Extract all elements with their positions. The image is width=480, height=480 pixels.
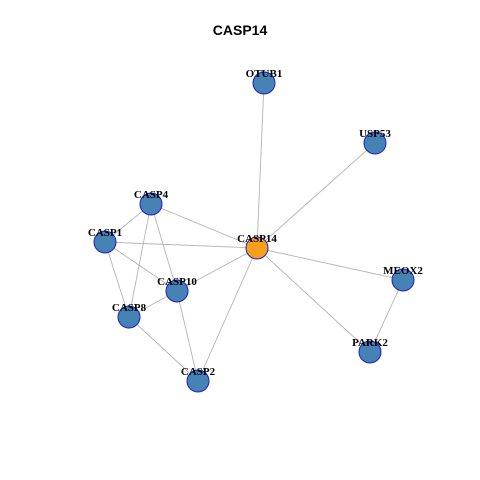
edge-casp4-casp8 <box>128 203 152 318</box>
node-circle-casp10[interactable] <box>165 279 189 303</box>
node-label-casp2: CASP2 <box>181 366 216 378</box>
node-label-casp10: CASP10 <box>157 276 197 288</box>
node-label-meox2: MEOX2 <box>383 265 423 277</box>
node-circle-otub1[interactable] <box>252 71 276 95</box>
node-label-casp4: CASP4 <box>134 189 169 201</box>
node-casp2[interactable]: CASP2 <box>181 366 216 393</box>
edge-casp14-usp53 <box>256 142 376 249</box>
edge-casp14-casp2 <box>197 247 258 382</box>
edge-casp1-casp10 <box>104 241 178 292</box>
node-park2[interactable]: PARK2 <box>352 337 388 364</box>
node-circle-meox2[interactable] <box>391 268 415 292</box>
edge-casp14-casp10 <box>176 247 258 292</box>
node-label-casp1: CASP1 <box>88 227 122 239</box>
node-label-casp8: CASP8 <box>112 302 147 314</box>
node-circle-park2[interactable] <box>358 340 382 364</box>
node-circle-casp2[interactable] <box>186 369 210 393</box>
node-circle-casp4[interactable] <box>139 192 163 216</box>
edge-casp14-otub1 <box>256 82 265 249</box>
edge-casp1-casp8 <box>104 241 130 318</box>
edge-casp14-casp1 <box>104 241 258 249</box>
node-casp1[interactable]: CASP1 <box>88 227 122 254</box>
node-circle-casp1[interactable] <box>93 230 117 254</box>
edge-casp14-park2 <box>256 247 371 353</box>
node-meox2[interactable]: MEOX2 <box>383 265 423 292</box>
edge-casp8-casp2 <box>128 316 199 382</box>
node-label-casp14: CASP14 <box>237 233 277 245</box>
node-label-otub1: OTUB1 <box>246 68 283 80</box>
node-label-usp53: USP53 <box>359 128 391 140</box>
nodes-layer: CASP14 OTUB1USP53CASP4CASP1CASP10CASP8CAS… <box>88 68 423 393</box>
edge-casp14-meox2 <box>256 247 404 281</box>
edge-meox2-park2 <box>369 279 404 353</box>
graph-title: CASP14 <box>212 22 268 38</box>
edge-casp14-casp4 <box>150 203 258 249</box>
edge-casp10-casp2 <box>176 290 199 382</box>
node-circle-casp8[interactable] <box>117 305 141 329</box>
edge-casp4-casp10 <box>150 203 178 292</box>
node-casp10[interactable]: CASP10 <box>157 276 197 303</box>
node-otub1[interactable]: OTUB1 <box>246 68 283 95</box>
node-casp14[interactable]: CASP14 <box>237 233 277 260</box>
node-casp8[interactable]: CASP8 <box>112 302 147 329</box>
node-label-park2: PARK2 <box>352 337 388 349</box>
node-casp4[interactable]: CASP4 <box>134 189 169 216</box>
node-usp53[interactable]: USP53 <box>359 128 391 155</box>
node-circle-casp14[interactable] <box>245 236 269 260</box>
node-circle-usp53[interactable] <box>363 131 387 155</box>
